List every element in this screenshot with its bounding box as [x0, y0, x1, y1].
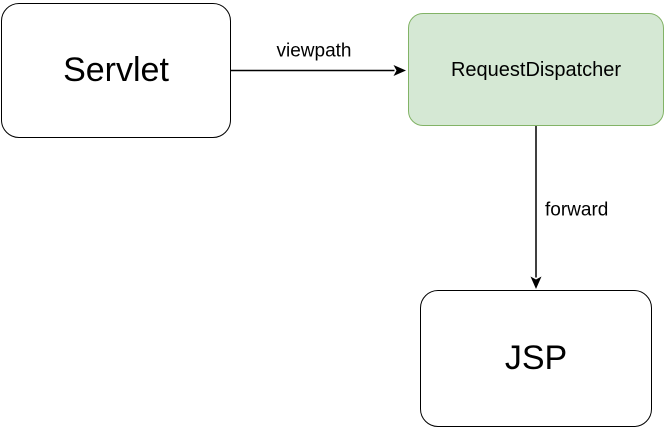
node-request-dispatcher: RequestDispatcher [408, 13, 664, 126]
node-jsp: JSP [420, 290, 652, 427]
arrow-viewpath-head-icon [393, 65, 406, 76]
node-request-dispatcher-label: RequestDispatcher [450, 58, 622, 81]
edge-label-forward: forward [543, 199, 611, 223]
edge-label-viewpath: viewpath [274, 40, 354, 64]
arrow-forward-head-icon [530, 276, 542, 289]
node-servlet: Servlet [1, 3, 231, 138]
node-jsp-label: JSP [504, 338, 568, 377]
arrow-forward [530, 126, 542, 289]
arrow-viewpath [231, 65, 406, 76]
node-servlet-label: Servlet [63, 50, 169, 89]
